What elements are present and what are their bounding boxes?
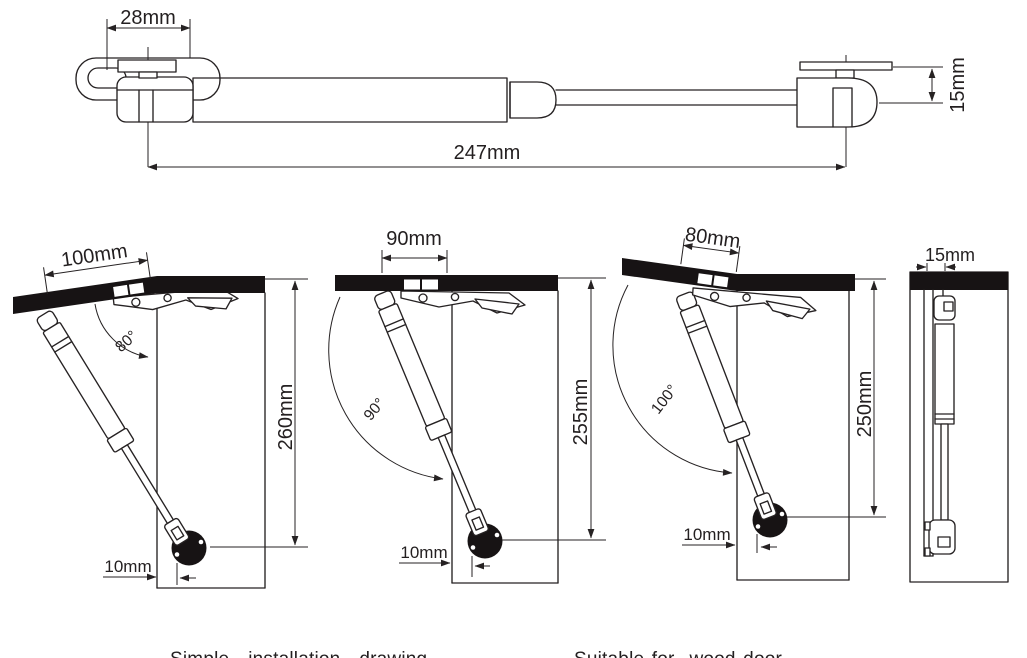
strut-cap	[509, 81, 557, 119]
left-bracket-body	[116, 76, 194, 123]
caption-left-line1: Simple installation drawing	[170, 647, 427, 658]
dim-90mm: 90mm	[381, 228, 448, 273]
gas-strut-side-view: 28mm 15mm 247mm	[75, 7, 969, 171]
cabinet-top	[157, 276, 265, 293]
dim-label-90mm: 90mm	[386, 228, 442, 250]
caption-right: Suitable for wood door and aluminum fram…	[574, 597, 782, 658]
angle-label-80: 80°	[112, 328, 141, 356]
dim-10mm: 10mm	[682, 525, 777, 553]
dim-label-255mm: 255mm	[570, 379, 592, 446]
dim-label-10mm: 10mm	[400, 543, 447, 562]
figure-open-90: 90mm 90° 255mm 10mm	[328, 228, 606, 584]
cabinet-outline	[909, 271, 1009, 583]
caption-right-line1: Suitable for wood door	[574, 647, 782, 658]
gas-strut	[36, 310, 190, 546]
caption-left: Simple installation drawing For pneumati…	[170, 597, 427, 658]
dim-label-100mm: 100mm	[60, 240, 129, 271]
door-panel-open	[13, 276, 157, 314]
dim-label-28mm: 28mm	[120, 7, 176, 29]
dim-80mm: 80mm	[680, 224, 742, 272]
figure-open-80: 100mm 80° 260mm 10mm	[13, 240, 308, 589]
angle-arc	[328, 296, 444, 482]
strut-cylinder	[192, 77, 508, 123]
figure-open-100: 80mm 100° 250mm 10mm	[612, 224, 886, 581]
dim-15mm-bracket: 15mm	[879, 57, 969, 113]
angle-arc	[612, 284, 733, 476]
left-mounting-plate	[117, 59, 177, 73]
dim-label-250mm: 250mm	[854, 371, 876, 438]
dim-15mm-door: 15mm	[916, 245, 975, 271]
door-and-top-panel	[335, 275, 558, 291]
cabinet-top	[910, 272, 1008, 290]
dim-label-15mm: 15mm	[947, 57, 969, 113]
angle-arc	[94, 303, 149, 359]
dim-255mm: 255mm	[502, 277, 606, 541]
gas-strut	[676, 291, 777, 520]
hinge-mechanism	[400, 290, 526, 315]
dim-10mm: 10mm	[399, 543, 490, 577]
hinge-mechanism	[690, 287, 818, 321]
angle-label-100: 100°	[648, 382, 681, 418]
gas-strut-closed	[924, 289, 956, 557]
right-mounting-plate	[799, 61, 893, 71]
dim-10mm: 10mm	[103, 557, 196, 585]
dim-label-260mm: 260mm	[275, 384, 297, 451]
dim-label-80mm: 80mm	[684, 224, 742, 253]
dim-28mm: 28mm	[106, 7, 191, 70]
dim-250mm: 250mm	[787, 278, 886, 518]
dim-label-247mm: 247mm	[454, 142, 521, 164]
dim-247mm: 247mm	[147, 142, 846, 171]
dim-label-15mm-door: 15mm	[925, 245, 975, 265]
gas-strut	[374, 290, 489, 537]
right-bracket-body	[796, 77, 878, 128]
angle-label-90: 90°	[361, 395, 389, 424]
figure-closed: 15mm	[909, 245, 1009, 583]
cabinet-top	[737, 274, 855, 291]
dim-label-10mm: 10mm	[104, 557, 151, 576]
dim-label-10mm: 10mm	[683, 525, 730, 544]
dim-260mm: 260mm	[210, 278, 308, 548]
